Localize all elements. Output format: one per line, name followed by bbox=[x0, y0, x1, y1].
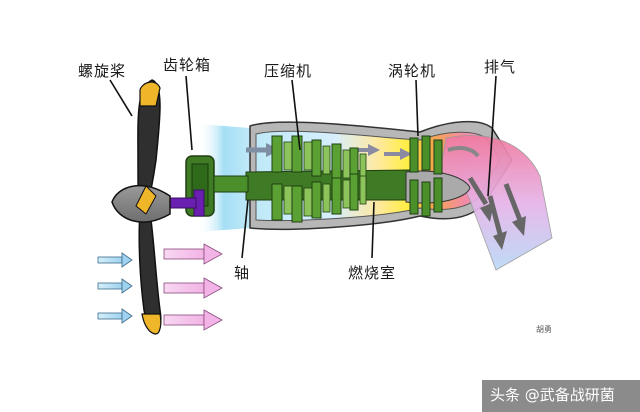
compressor-blade-upper bbox=[271, 135, 283, 173]
compressor-blade-lower bbox=[291, 185, 303, 223]
intake-arrow-shaft bbox=[97, 312, 123, 320]
propeller bbox=[111, 79, 171, 335]
label-turbine: 涡轮机 bbox=[388, 62, 437, 80]
label-combustor: 燃烧室 bbox=[348, 264, 397, 282]
turbine-blade-lower bbox=[433, 177, 443, 213]
compressor-stator-upper bbox=[303, 141, 313, 171]
compressor-stator-upper bbox=[342, 149, 351, 179]
thrust-arrow-shaft bbox=[163, 314, 205, 326]
compressor-stator-lower bbox=[342, 179, 351, 209]
intake-arrows bbox=[97, 252, 133, 324]
label-propeller: 螺旋桨 bbox=[78, 62, 127, 80]
compressor-stator-upper bbox=[322, 145, 331, 175]
thrust-arrow-shaft bbox=[163, 248, 205, 260]
compressor-stator-upper bbox=[283, 141, 293, 171]
compressor-blade-upper bbox=[331, 143, 342, 181]
thrust-arrow-shaft bbox=[163, 282, 205, 294]
leader-shaft bbox=[241, 199, 249, 259]
thrust-arrows bbox=[163, 243, 223, 331]
leader-lines bbox=[109, 75, 497, 259]
turbine-blades bbox=[409, 135, 443, 217]
leader-exhaust bbox=[487, 75, 497, 197]
turbine-blade-lower bbox=[421, 181, 431, 217]
turbine-blade-upper bbox=[409, 137, 419, 173]
label-compressor: 压缩机 bbox=[264, 62, 313, 80]
intake-arrow-head bbox=[121, 308, 133, 324]
artist-signature: 胡勇 bbox=[536, 325, 552, 334]
label-gearbox: 齿轮箱 bbox=[163, 56, 212, 74]
leader-combustor bbox=[371, 201, 375, 259]
compressor-stator-lower bbox=[359, 175, 367, 205]
compressor-blade-lower bbox=[271, 183, 283, 221]
label-shaft: 轴 bbox=[234, 264, 251, 282]
compressor-stator-lower bbox=[303, 187, 313, 217]
thrust-arrow-head bbox=[203, 243, 223, 265]
thrust-arrow-head bbox=[203, 309, 223, 331]
label-exhaust: 排气 bbox=[484, 58, 517, 76]
compressor-blade-lower bbox=[331, 177, 342, 215]
turbine-blade-lower bbox=[409, 179, 419, 215]
compressor-blade-lower bbox=[349, 173, 359, 211]
gearbox bbox=[169, 155, 249, 217]
leader-gearbox bbox=[185, 75, 193, 151]
watermark-text: 头条 @武备战研菌 bbox=[490, 386, 615, 404]
compressor-blade-upper bbox=[311, 139, 322, 177]
compressor-blades bbox=[271, 135, 367, 223]
intake-arrow-shaft bbox=[97, 282, 123, 290]
leader-propeller bbox=[109, 79, 133, 117]
compressor-stator-lower bbox=[283, 185, 293, 215]
intake-arrow-head bbox=[121, 252, 133, 268]
intake-arrow-head bbox=[121, 278, 133, 294]
compressor-blade-lower bbox=[311, 181, 322, 219]
thrust-arrow-head bbox=[203, 277, 223, 299]
compressor-stator-lower bbox=[322, 183, 331, 213]
exhaust-plume bbox=[439, 135, 553, 271]
leader-turbine bbox=[415, 79, 419, 137]
compressor-blade-upper bbox=[291, 135, 303, 173]
turbine-blade-upper bbox=[433, 139, 443, 175]
watermark-bg bbox=[482, 380, 640, 412]
leader-compressor bbox=[291, 79, 301, 151]
intake-arrow-shaft bbox=[97, 256, 123, 264]
turbine-blade-upper bbox=[421, 135, 431, 171]
